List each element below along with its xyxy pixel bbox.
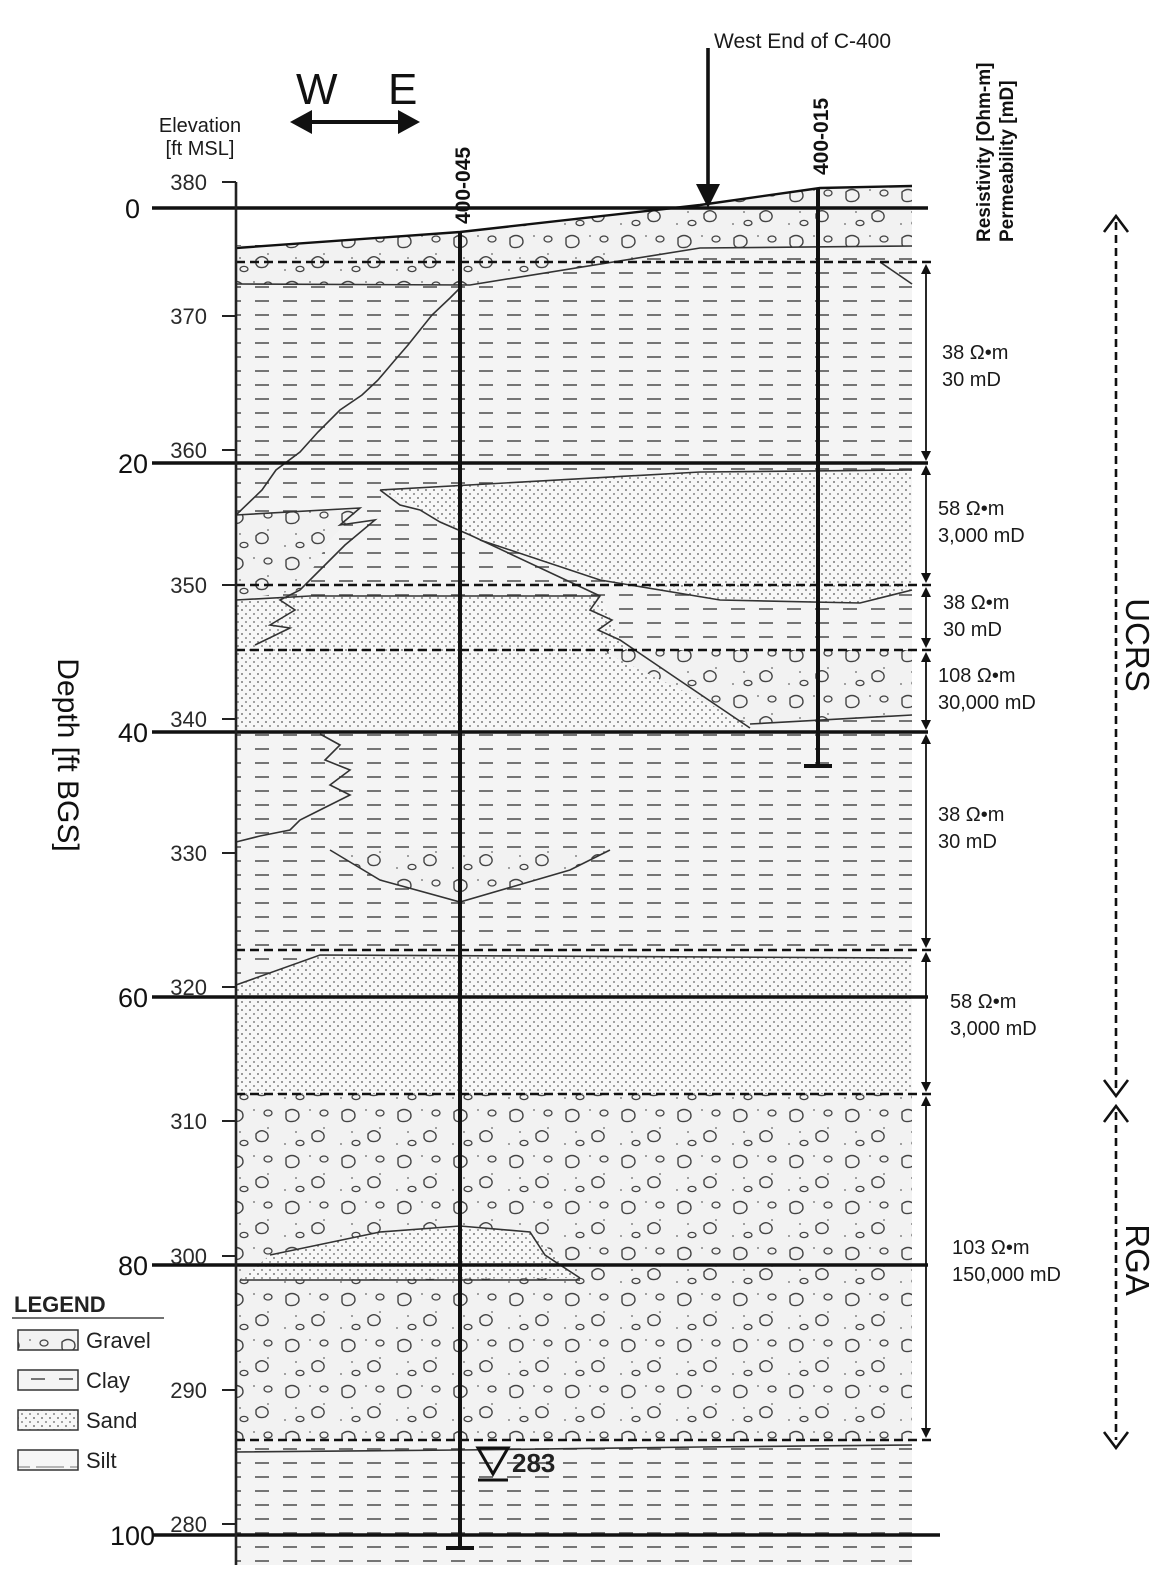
depth-tick-0: 0 (125, 194, 140, 224)
well-400-045-label: 400-045 (452, 147, 475, 224)
middle-sand-band (236, 596, 750, 728)
legend-title: LEGEND (14, 1292, 106, 1317)
east-label: E (388, 65, 417, 114)
legend-gravel-label: Gravel (86, 1328, 151, 1353)
elev-tick-340: 340 (170, 707, 207, 732)
water-table-contact (235, 1444, 913, 1453)
layer-5-resistivity: 38 Ω•m (938, 804, 1004, 826)
elev-tick-330: 330 (170, 841, 207, 866)
layer-3-resistivity: 38 Ω•m (943, 592, 1009, 614)
elev-tick-320: 320 (170, 975, 207, 1000)
well-400-015-label: 400-015 (810, 98, 833, 175)
layer-2-permeability: 3,000 mD (938, 525, 1025, 547)
basal-clay-layer (236, 1440, 912, 1565)
depth-tick-60: 60 (118, 983, 148, 1013)
elev-tick-300: 300 (170, 1244, 207, 1269)
depth-tick-20: 20 (118, 449, 148, 479)
rga-sand-lens-top (269, 1225, 581, 1279)
legend-silt-label: Silt (86, 1448, 117, 1473)
elev-tick-380: 380 (170, 170, 207, 195)
layer-5-permeability: 30 mD (938, 831, 997, 853)
lower-clay-interfinger (235, 733, 352, 843)
lower-sand-top (235, 954, 913, 986)
elev-tick-350: 350 (170, 573, 207, 598)
east-pinchout (879, 261, 913, 285)
elev-tick-370: 370 (170, 304, 207, 329)
water-level-marker: 283 (475, 1446, 555, 1482)
layer-1-resistivity: 38 Ω•m (942, 342, 1008, 364)
legend-silt-swatch (17, 1449, 79, 1471)
elevation-label-line1: Elevation (159, 115, 241, 137)
west-end-label: West End of C-400 (714, 30, 891, 53)
gravel-lens-330 (330, 850, 610, 902)
resistivity-header: Resistivity [Ohm-m] (974, 63, 995, 242)
depth-tick-40: 40 (118, 718, 148, 748)
legend-sand-swatch (17, 1409, 79, 1431)
depth-gridlines (152, 206, 940, 1537)
depth-tick-80: 80 (118, 1251, 148, 1281)
upper-sand-top (379, 469, 913, 491)
direction-indicator: W E (290, 65, 420, 134)
legend-clay-swatch (17, 1369, 79, 1391)
ground-surface-line (235, 184, 913, 250)
lower-sand-band (236, 955, 912, 1094)
water-table-icon (475, 1446, 511, 1478)
depth-axis: 0 20 40 60 80 100 Depth [ft BGS] (51, 194, 155, 1551)
strata (236, 186, 912, 1565)
surface-gravel-base (235, 245, 913, 286)
legend-clay-label: Clay (86, 1368, 130, 1393)
west-end-marker: West End of C-400 (696, 30, 891, 208)
elev-tick-360: 360 (170, 438, 207, 463)
legend-gravel-swatch (17, 1329, 79, 1351)
depth-tick-100: 100 (110, 1521, 155, 1551)
permeability-header: Permeability [mD] (997, 80, 1018, 242)
layer-6-permeability: 3,000 mD (950, 1018, 1037, 1040)
west-gravel-lens (236, 508, 360, 600)
water-level-value: 283 (512, 1448, 555, 1478)
layer-4-permeability: 30,000 mD (938, 692, 1036, 714)
layer-7-permeability: 150,000 mD (952, 1264, 1061, 1286)
east-gravel-wedge (600, 650, 912, 724)
rga-label: RGA (1119, 1224, 1156, 1296)
west-interfinger-1 (235, 285, 463, 516)
west-interfinger-2 (235, 507, 378, 646)
down-arrow-icon (696, 184, 720, 208)
layer-2-resistivity: 58 Ω•m (938, 498, 1004, 520)
layer-7-resistivity: 103 Ω•m (952, 1237, 1030, 1259)
surface-gravel-layer (236, 186, 912, 285)
elev-tick-310: 310 (170, 1109, 207, 1134)
elevation-axis: 380 370 360 350 340 330 320 310 300 290 … (159, 115, 241, 1565)
elev-tick-280: 280 (170, 1512, 207, 1537)
layer-properties: 38 Ω•m 30 mD 58 Ω•m 3,000 mD 38 Ω•m 30 m… (938, 342, 1061, 1286)
elev-tick-290: 290 (170, 1378, 207, 1403)
legend-sand-label: Sand (86, 1408, 137, 1433)
property-headers: Resistivity [Ohm-m] Permeability [mD] (974, 63, 1018, 242)
elevation-label-line2: [ft MSL] (166, 138, 235, 160)
upper-sand-base (479, 539, 913, 604)
wells: 400-045 400-015 (446, 98, 833, 1550)
upper-sand-lens (380, 470, 912, 603)
east-gravel-base (749, 714, 913, 725)
layer-1-permeability: 30 mD (942, 369, 1001, 391)
layer-dimension-arrows (921, 264, 931, 1438)
unit-brackets: UCRS RGA (1102, 213, 1156, 1451)
west-label: W (296, 65, 338, 114)
depth-axis-title: Depth [ft BGS] (51, 658, 84, 851)
sand-band-top (235, 595, 600, 601)
layer-6-resistivity: 58 Ω•m (950, 991, 1016, 1013)
ucrs-label: UCRS (1119, 598, 1156, 692)
double-arrow-icon (290, 110, 312, 134)
layer-4-resistivity: 108 Ω•m (938, 665, 1016, 687)
layer-3-permeability: 30 mD (943, 619, 1002, 641)
legend: LEGEND Gravel Clay Sand Silt (8, 1290, 168, 1490)
